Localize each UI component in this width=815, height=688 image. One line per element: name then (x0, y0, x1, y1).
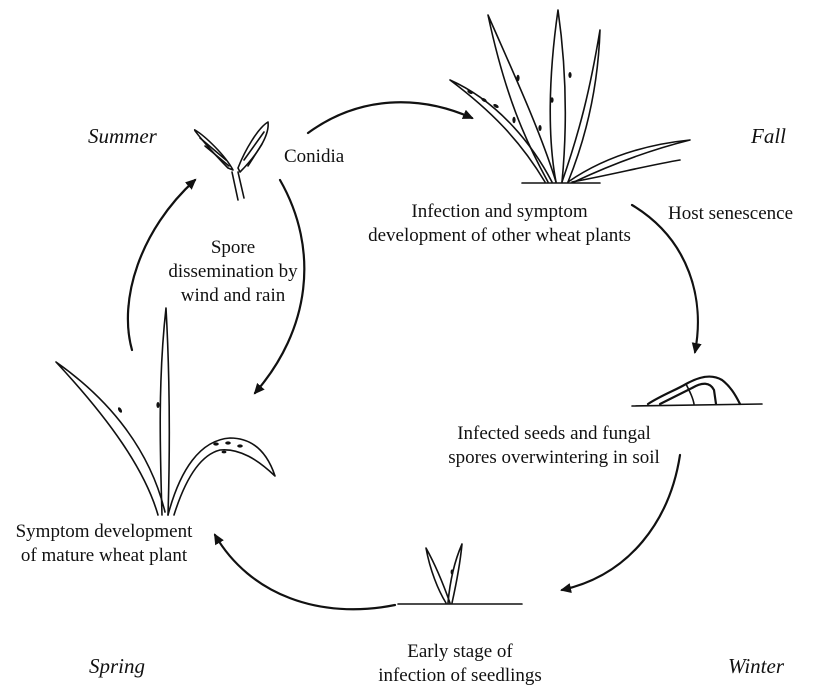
conidia-icon (194, 121, 269, 201)
overwintering-line-1: Infected seeds and fungal (457, 423, 651, 444)
fall-wheat-plant-icon (449, 9, 691, 184)
early-infection-label: Early stage of infection of seedlings (360, 640, 560, 688)
dissemination-line-1: Spore (210, 237, 256, 258)
seedling-icon (397, 543, 523, 605)
dissemination-line-3: wind and rain (180, 285, 286, 306)
arrow-conidia-to-fall (306, 101, 474, 135)
infection-other-line-2: development of other wheat plants (368, 225, 631, 246)
season-label-fall: Fall (751, 124, 786, 148)
overwintering-label: Infected seeds and fungal spores overwin… (418, 422, 690, 470)
season-label-winter: Winter (728, 654, 784, 678)
arrow-conidia-to-mature (253, 178, 306, 395)
season-label-spring: Spring (89, 654, 146, 678)
host-senescence-label: Host senescence (668, 203, 794, 224)
dissemination-label: Spore dissemination by wind and rain (148, 236, 318, 308)
dissemination-line-2: dissemination by (168, 261, 298, 282)
infection-other-line-1: Infection and symptom (411, 201, 588, 222)
mature-symptom-line-1: Symptom development (15, 521, 193, 542)
arrow-soil-to-seedlings (560, 453, 682, 593)
mature-wheat-plant-icon (55, 307, 276, 516)
arrow-seedlings-to-mature (213, 533, 397, 611)
conidia-label: Conidia (284, 146, 345, 167)
overwintering-line-2: spores overwintering in soil (448, 447, 660, 468)
mature-symptom-label: Symptom development of mature wheat plan… (0, 520, 208, 568)
early-infection-line-2: infection of seedlings (378, 665, 542, 686)
senescent-host-icon (631, 375, 763, 407)
season-label-summer: Summer (88, 124, 157, 148)
infection-other-label: Infection and symptom development of oth… (342, 200, 657, 248)
arrow-fall-to-senescence (630, 203, 702, 354)
arrow-mature-to-summer (126, 178, 197, 352)
early-infection-line-1: Early stage of (407, 641, 513, 662)
mature-symptom-line-2: of mature wheat plant (20, 545, 188, 566)
